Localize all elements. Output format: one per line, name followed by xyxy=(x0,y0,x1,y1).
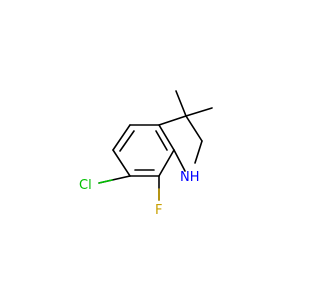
nitrogen-label: NH xyxy=(180,170,200,185)
bond-c4-c5-inner xyxy=(119,130,135,152)
bond-c4-c5 xyxy=(112,124,131,151)
fluorine-label: F xyxy=(155,203,162,218)
bond-c3-methyl-b xyxy=(185,107,213,117)
bond-c6-cl-colored xyxy=(98,179,113,184)
bond-c3a-c3 xyxy=(158,115,187,126)
bond-c7-c7a xyxy=(158,149,175,177)
molecule-structure: NH Cl F xyxy=(79,90,213,218)
bond-c7a-c3a xyxy=(158,124,175,151)
bond-n1-c7a xyxy=(173,149,186,172)
chlorine-label: Cl xyxy=(79,178,92,193)
bond-c3-c2 xyxy=(185,115,203,142)
bond-c2-n1 xyxy=(194,140,203,164)
bond-c5-c6 xyxy=(112,149,131,177)
bond-c3-methyl-a xyxy=(175,90,187,117)
bond-c7a-c3a-inner xyxy=(155,130,168,151)
